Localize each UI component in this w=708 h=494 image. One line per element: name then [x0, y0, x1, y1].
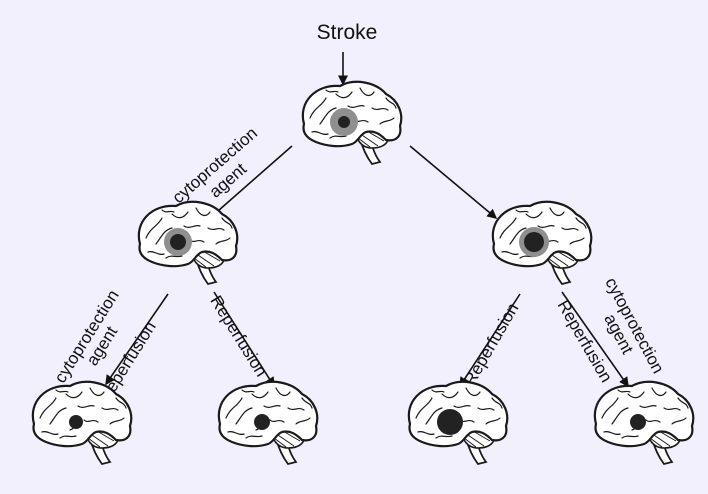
lesion-core — [338, 116, 350, 128]
lesion-core — [69, 415, 83, 429]
arrow-root-to-no-treatment — [409, 145, 498, 219]
brain-node-stroke — [301, 80, 403, 166]
label-reperfusion-text: Reperfusion — [460, 300, 522, 389]
lesion-core — [630, 414, 646, 430]
label-reperfusion-text: Reperfusion — [206, 292, 271, 380]
lesion-core — [524, 232, 544, 252]
arrow-no-treatment-to-reperfusion — [459, 293, 521, 388]
arrow-no-treatment-to-right-leaf — [561, 291, 629, 388]
edge-label-right-reperfusion: Reperfusion — [460, 300, 522, 389]
edge-label-right-reperfusion-mid: Reperfusion — [554, 297, 616, 386]
lesion-core — [170, 234, 186, 250]
arrow-cytoprotection-to-reperfusion — [213, 291, 275, 388]
brain-node-leaf-2 — [217, 380, 319, 466]
arrow-root-to-cytoprotection — [208, 145, 293, 219]
brain-node-cytoprotection — [137, 200, 239, 286]
brain-node-leaf-1 — [31, 380, 133, 466]
brain-node-leaf-3 — [407, 380, 509, 466]
label-reperfusion-text: Reperfusion — [554, 297, 616, 386]
lesion-core — [254, 414, 270, 430]
brain-node-no-treatment — [491, 200, 593, 286]
stroke-title: Stroke — [317, 21, 378, 44]
lesion-core — [437, 409, 463, 435]
edge-label-left-reperfusion: Reperfusion — [206, 292, 271, 380]
arrow-cytoprotection-to-left-leaf — [105, 293, 169, 386]
brain-node-leaf-4 — [593, 380, 695, 466]
